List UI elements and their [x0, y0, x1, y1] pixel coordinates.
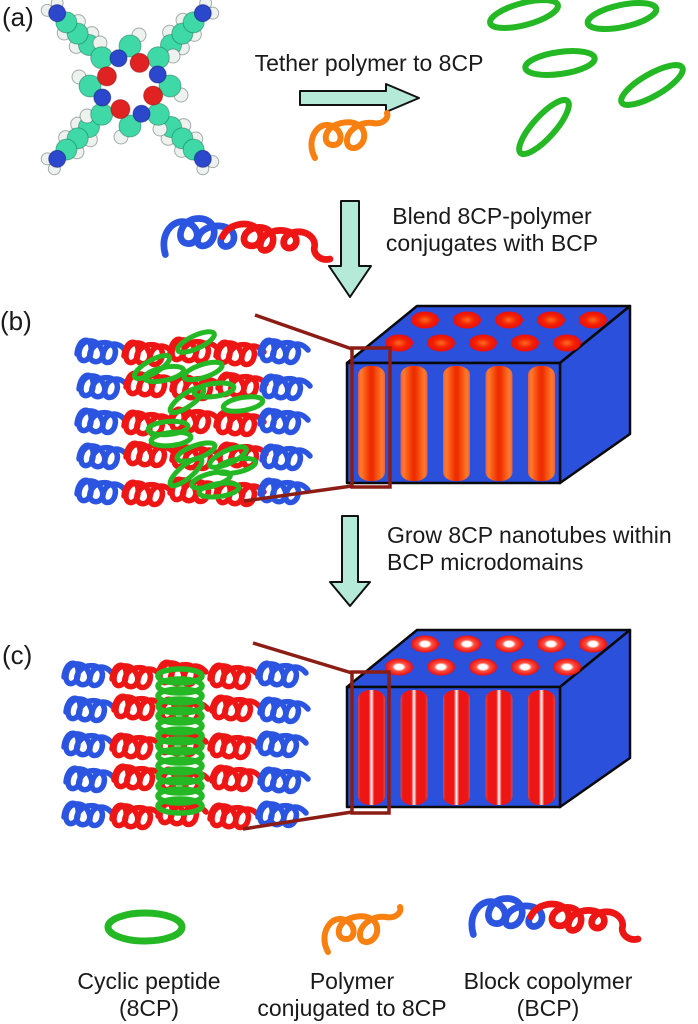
panel-b-microstructure: [77, 327, 310, 516]
cyclic-peptide-ring-icon: [104, 909, 186, 945]
grow-step-text: Grow 8CP nanotubes within BCP microdomai…: [387, 522, 672, 576]
blend-step-line1: Blend 8CP-polymer: [392, 203, 592, 229]
legend-label-cyclic-peptide: Cyclic peptide (8CP): [77, 968, 221, 1021]
free-polymer-chain: [311, 113, 387, 158]
block-copolymer-icon: [472, 899, 638, 940]
panel-c-box: [242, 628, 632, 831]
panel-a-label: (a): [2, 2, 34, 32]
cyclic-peptide-molecule: [34, 0, 226, 182]
panel-b-box: [243, 304, 632, 503]
down-arrow-grow-icon: [329, 515, 371, 607]
tether-step-text: Tether polymer to 8CP: [254, 50, 484, 76]
nanotube-domains: [358, 690, 555, 805]
right-arrow-icon: [299, 83, 420, 113]
nanotube-tops: [385, 635, 607, 676]
bcp-chain: [164, 219, 330, 260]
zoom-callout-b: [243, 313, 392, 503]
grow-step-line2: BCP microdomains: [387, 549, 584, 575]
conjugates-group: [477, 0, 696, 166]
panel-c-label: (c): [2, 640, 33, 670]
panel-c-microstructure: [64, 636, 308, 856]
grow-step-line1: Grow 8CP nanotubes within: [387, 522, 672, 548]
blend-step-text: Blend 8CP-polymer conjugates with BCP: [386, 203, 598, 257]
cylinder-tops: [385, 311, 607, 352]
conjugated-polymer-icon: [324, 907, 400, 952]
down-arrow-blend-icon: [328, 200, 372, 298]
legend-label-block-copolymer: Block copolymer (BCP): [463, 968, 633, 1021]
cylinder-domains: [358, 366, 555, 481]
zoom-callout-c: [242, 641, 391, 831]
panel-b-label: (b): [0, 306, 32, 336]
legend-label-polymer: Polymer conjugated to 8CP: [257, 968, 447, 1021]
peptide-ring-scatter: [131, 329, 266, 500]
blend-step-line2: conjugates with BCP: [385, 230, 599, 256]
peptide-nanotube: [155, 666, 205, 816]
